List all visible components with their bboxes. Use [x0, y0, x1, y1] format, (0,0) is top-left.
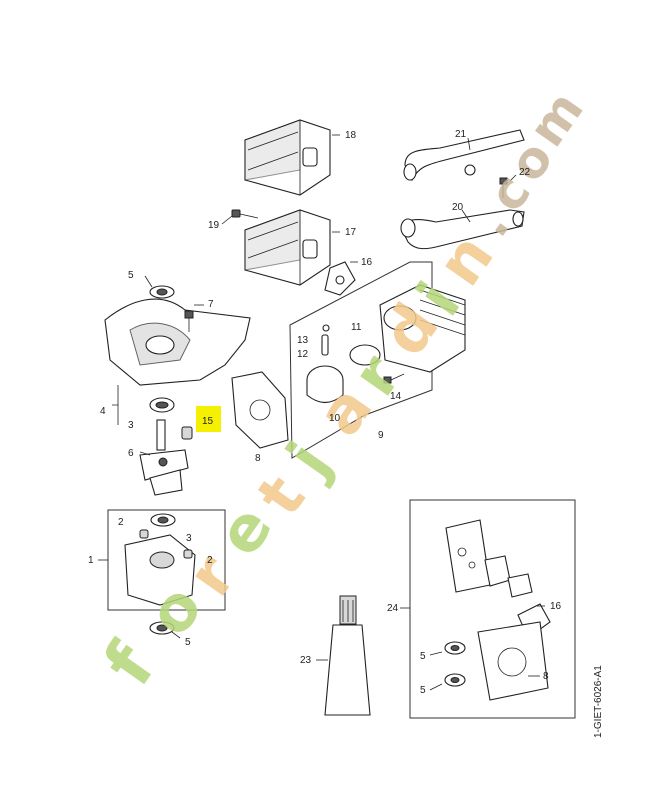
callout-1: 1	[88, 555, 94, 566]
intake-elbow-20	[400, 209, 525, 250]
callout-2-right: 2	[207, 555, 213, 566]
callout-24: 24	[387, 603, 399, 614]
callout-2-left: 2	[118, 517, 124, 528]
callout-23: 23	[300, 655, 312, 666]
drawing-code: 1-GIET-6026-A1	[593, 665, 604, 738]
screw-19	[231, 209, 259, 219]
callout-21: 21	[455, 129, 467, 140]
callout-20: 20	[452, 202, 464, 213]
callout-16-box: 16	[550, 601, 562, 612]
callout-15: 15	[202, 416, 214, 427]
callout-6: 6	[128, 448, 134, 459]
gasket-16	[324, 261, 356, 296]
callouts: 18 17 19 16 21 22 20 5 7 11 13 12 14 10 …	[88, 129, 562, 696]
callout-16-upper: 16	[361, 257, 373, 268]
circlip	[322, 324, 330, 332]
callout-3-top: 3	[128, 420, 134, 431]
screw-7	[184, 310, 194, 332]
gasket-set	[444, 519, 551, 701]
oil-seal-5-top	[149, 285, 175, 299]
callout-14: 14	[390, 391, 402, 402]
callout-3-box: 3	[186, 533, 192, 544]
piston	[306, 365, 344, 404]
needle-cage	[181, 426, 193, 440]
crankcase-1	[124, 513, 196, 606]
cylinder	[379, 284, 466, 373]
piston-ring	[349, 344, 381, 366]
screw-14	[383, 373, 405, 384]
cylinder-kit-box	[289, 261, 433, 459]
bearing-3	[149, 397, 175, 413]
oil-seal-5-bottom	[149, 621, 175, 635]
gasket-set-box	[409, 499, 576, 719]
svg-text:f: f	[89, 629, 171, 700]
callout-12: 12	[297, 349, 309, 360]
callout-8-box: 8	[543, 671, 549, 682]
callout-9: 9	[378, 430, 384, 441]
callout-5-box-lower: 5	[420, 685, 426, 696]
crankshaft	[139, 419, 189, 496]
callout-13: 13	[297, 335, 309, 346]
bolt-22	[499, 177, 508, 198]
callout-15-highlight	[196, 406, 221, 432]
callout-18: 18	[345, 130, 357, 141]
callout-17: 17	[345, 227, 357, 238]
callout-11: 11	[351, 322, 362, 333]
callout-5-bottom: 5	[185, 637, 191, 648]
sealant-tube	[324, 595, 371, 716]
cylinder-gasket	[231, 371, 289, 449]
callout-5-top: 5	[128, 270, 134, 281]
piston-pin	[321, 334, 329, 356]
muffler-lower	[244, 209, 331, 286]
intake-elbow-21	[403, 129, 525, 182]
callout-22: 22	[519, 167, 531, 178]
crankcase-half	[104, 298, 251, 386]
callout-8-left: 8	[255, 453, 261, 464]
callout-19: 19	[208, 220, 220, 231]
callout-10: 10	[329, 413, 341, 424]
callout-5-box-upper: 5	[420, 651, 426, 662]
callout-7: 7	[208, 299, 214, 310]
muffler-top	[244, 119, 331, 196]
callout-4: 4	[100, 406, 106, 417]
